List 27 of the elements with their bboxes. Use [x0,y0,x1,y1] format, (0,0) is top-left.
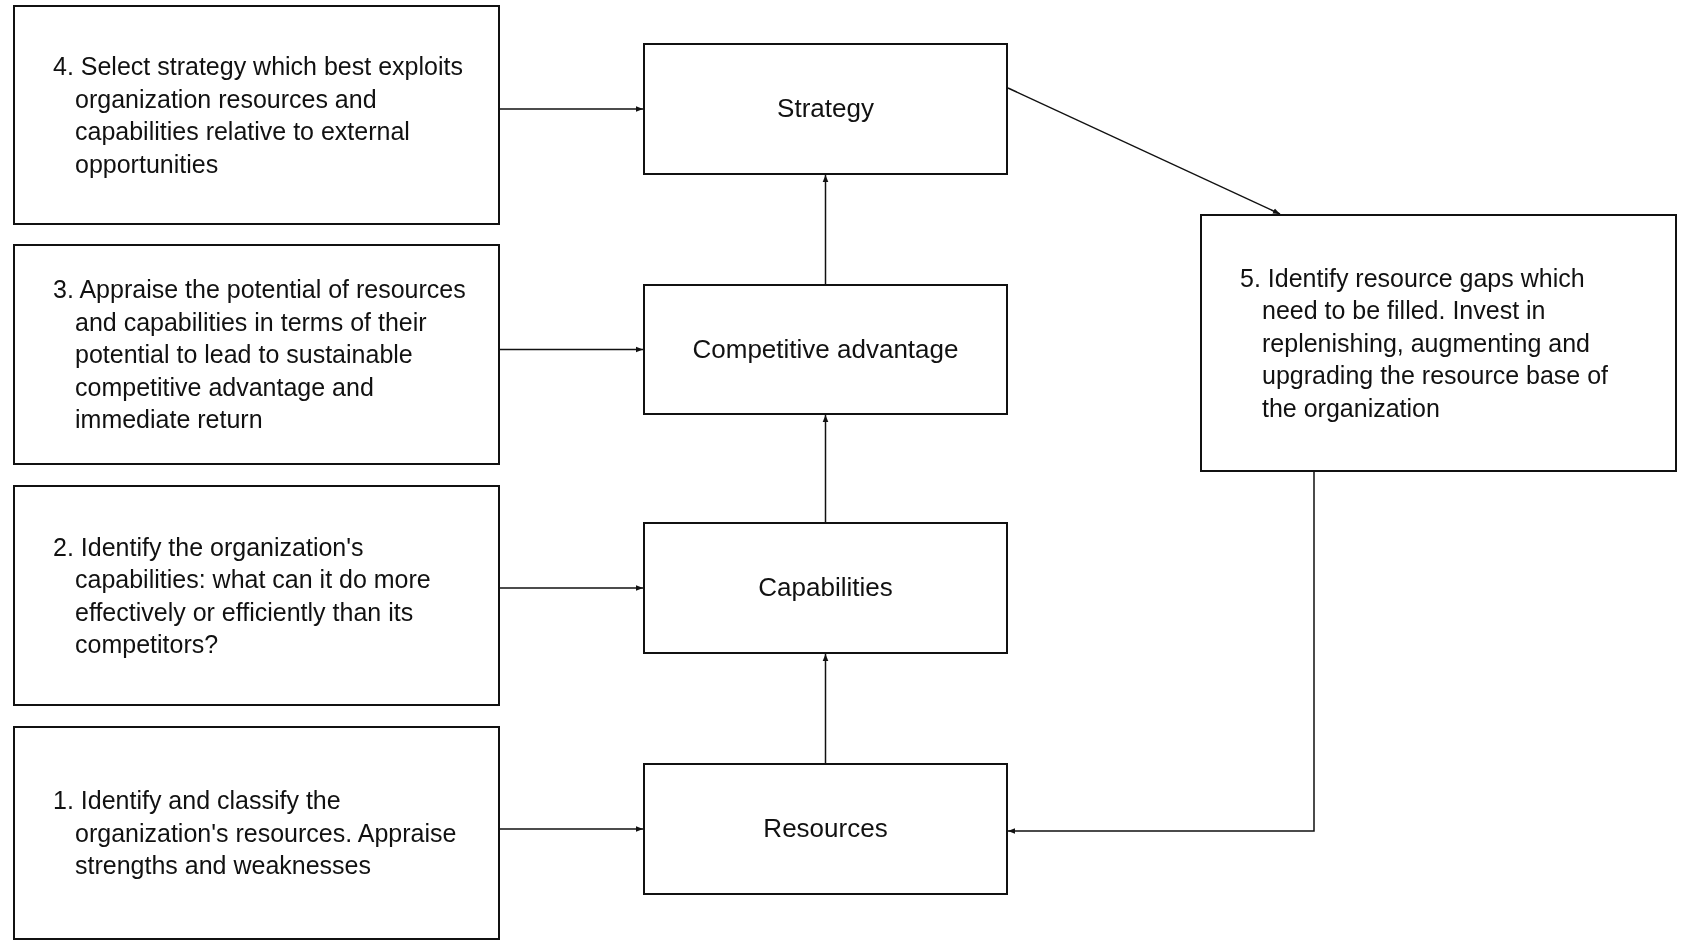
arrow [499,585,644,591]
step-text: 1. Identify and classify the organization's resources. Appraise strengths and weaknesses [53,785,458,882]
stage-label: Resources [763,812,888,846]
step-box [13,726,500,940]
stage-box [643,763,1008,895]
stage-box [643,522,1008,654]
arrow [499,106,644,112]
arrow [822,653,829,764]
step-box [1200,214,1677,472]
step-text: 4. Select strategy which best exploits organization resources and capabilities relative to external opportunities [53,51,464,180]
stage-label: Strategy [777,92,874,126]
arrow [822,174,829,285]
stage-label: Competitive advantage [692,332,959,366]
step-box [13,5,500,225]
stage-label: Capabilities [758,571,893,605]
arrow [1007,471,1315,834]
step-text: 2. Identify the organization's capabilities: what can it do more effectively or efficiently than its competitors? [53,531,432,660]
arrow [499,346,644,353]
arrow [822,414,829,523]
step-text: 3. Appraise the potential of resources and capabilities in terms of their potential to lead to sustainable competitive advantage and immediate return [53,274,467,436]
arrow [1007,87,1281,215]
stage-box [643,284,1008,415]
step-box [13,244,500,465]
stage-box [643,43,1008,175]
step-box [13,485,500,706]
arrow [499,826,644,832]
step-text: 5. Identify resource gaps which need to be filled. Invest in replenishing, augmenting and upgrading the resource base of the organization [1240,262,1610,424]
